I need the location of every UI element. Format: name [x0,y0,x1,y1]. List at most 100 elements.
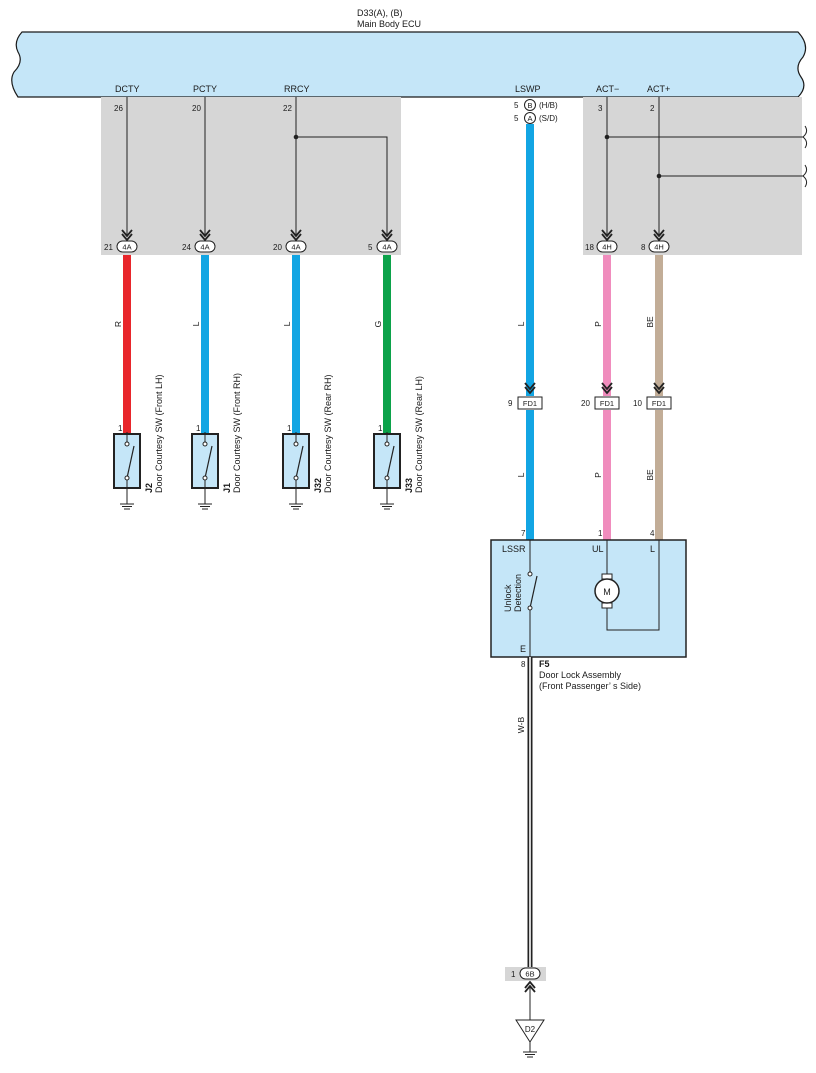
chevron-down-icon [601,229,613,242]
splice-dot-act-plus [656,173,662,179]
fd1-box [594,396,620,410]
fd1-box [646,396,672,410]
junction-conn: 4A [291,243,300,252]
junction-conn: 4A [382,243,391,252]
door-lock-pin-4: 4 [650,529,655,538]
junction-connector: 24 4A [182,240,216,253]
ground-icon [288,499,304,510]
pin-name-lswp: LSWP [515,84,541,94]
connector-circle-b [524,99,536,111]
connector-6b-pin: 1 [511,970,516,979]
switch-id: J1 [222,483,232,493]
pin-num-act-plus: 2 [650,104,655,113]
fd1-chevrons [524,382,665,395]
splice-dot-rrcy [293,134,299,140]
junction-pin: 18 [585,243,594,252]
detection-label-line2: Detection [513,574,523,612]
wire-code-w7-lower: BE [645,469,655,481]
junction-oval [194,240,216,253]
fd1-connectors: 9 FD1 20 FD1 10 FD1 [508,382,672,410]
motor-label: M [603,587,611,597]
switch-pin: 1 [287,424,292,433]
door-courtesy-switch-j2: 1 J2 Door Courtesy SW (Front LH) [113,374,164,510]
switch-blade [126,445,135,479]
junction-block-4a-area [101,97,401,255]
fd1-box [517,396,543,410]
switch-pin: 1 [196,424,201,433]
break-mark-2 [802,175,808,188]
wire-code-wb: W-B [516,716,526,733]
switch-contact [384,441,390,447]
pin-name-e: E [520,644,526,654]
ecu-name: Main Body ECU [357,19,421,29]
door-lock-pin-7: 7 [521,529,526,538]
connector-6b-conn: 6B [525,970,534,979]
door-lock-pin-1: 1 [598,529,603,538]
ground-icon [197,499,213,510]
switch-id: J2 [144,483,154,493]
wire-code-w3: L [282,321,292,326]
break-mark-1 [802,136,808,149]
switch-contact [202,475,208,481]
wire-code-w5-upper: L [516,321,526,326]
door-lock-internal-wiring [529,540,660,657]
switch-id: J32 [313,478,323,493]
pin-name-pcty: PCTY [193,84,217,94]
switch-name: Door Courtesy SW (Rear LH) [414,376,424,493]
pin-name-rrcy: RRCY [284,84,310,94]
motor-circle [594,578,620,604]
switch-name: Door Courtesy SW (Front RH) [232,373,242,493]
pin-num-pcty: 20 [192,104,201,113]
switch-contact [124,441,130,447]
junction-oval [376,240,398,253]
chevron-down-icon [601,382,613,395]
chevron-down-icon [199,229,211,242]
ground-point-d2: D2 [515,1019,545,1058]
fd1-connector: 20 FD1 [581,396,620,410]
unlock-switch-contact [527,605,533,611]
ground-icon [379,499,395,510]
fd1-connector: 10 FD1 [633,396,672,410]
wire-code-w4: G [373,321,383,328]
detection-label-line1: Unlock [503,584,513,612]
switch-contact [293,475,299,481]
junction-pin: 21 [104,243,113,252]
door-lock-pin-8: 8 [521,660,526,669]
lswp-pin-b: 5 [514,101,519,110]
unlock-switch-contact [527,571,533,577]
wire-code-w1: R [113,321,123,327]
chevron-down-icon [121,229,133,242]
lswp-variant-a: (S/D) [539,114,558,123]
ground-point-label: D2 [525,1025,536,1034]
wire-code-labels: R L L G L L P P BE BE [113,316,655,481]
junction-conn: 4A [200,243,209,252]
junction-connector: 5 4A [368,240,398,253]
junction-pin: 24 [182,243,191,252]
ecu-pin-labels: DCTY 26 PCTY 20 RRCY 22 LSWP ACT− 3 ACT+… [114,84,670,113]
junction-connector: 8 4H [641,240,670,253]
pin-name-act-plus: ACT+ [647,84,670,94]
switch-id: J33 [404,478,414,493]
switch-blade [386,445,395,479]
wire-code-w5-lower: L [516,472,526,477]
junction-pin: 8 [641,243,646,252]
switch-contact [124,475,130,481]
motor-icon: M [594,573,620,609]
pin-num-rrcy: 22 [283,104,292,113]
wire-code-w6-upper: P [593,321,603,327]
switch-blade [295,445,304,479]
door-lock-assembly: 7 1 4 LSSR UL L E M Unlock Detection 8 F… [490,529,687,691]
pin-num-act-minus: 3 [598,104,603,113]
chevron-down-icon [653,382,665,395]
door-courtesy-switch-j1: 1 J1 Door Courtesy SW (Front RH) [191,373,242,510]
junction-oval [285,240,307,253]
junction-pin: 20 [273,243,282,252]
lswp-conn-b: B [528,101,533,110]
switch-name: Door Courtesy SW (Front LH) [154,374,164,493]
junction-connector: 21 4A [104,240,138,253]
junction-conn: 4H [654,243,664,252]
switch-name: Door Courtesy SW (Rear RH) [323,374,333,493]
pin-name-l: L [650,544,655,554]
chevron-down-icon [381,229,393,242]
door-lock-name-1: Door Lock Assembly [539,670,622,680]
